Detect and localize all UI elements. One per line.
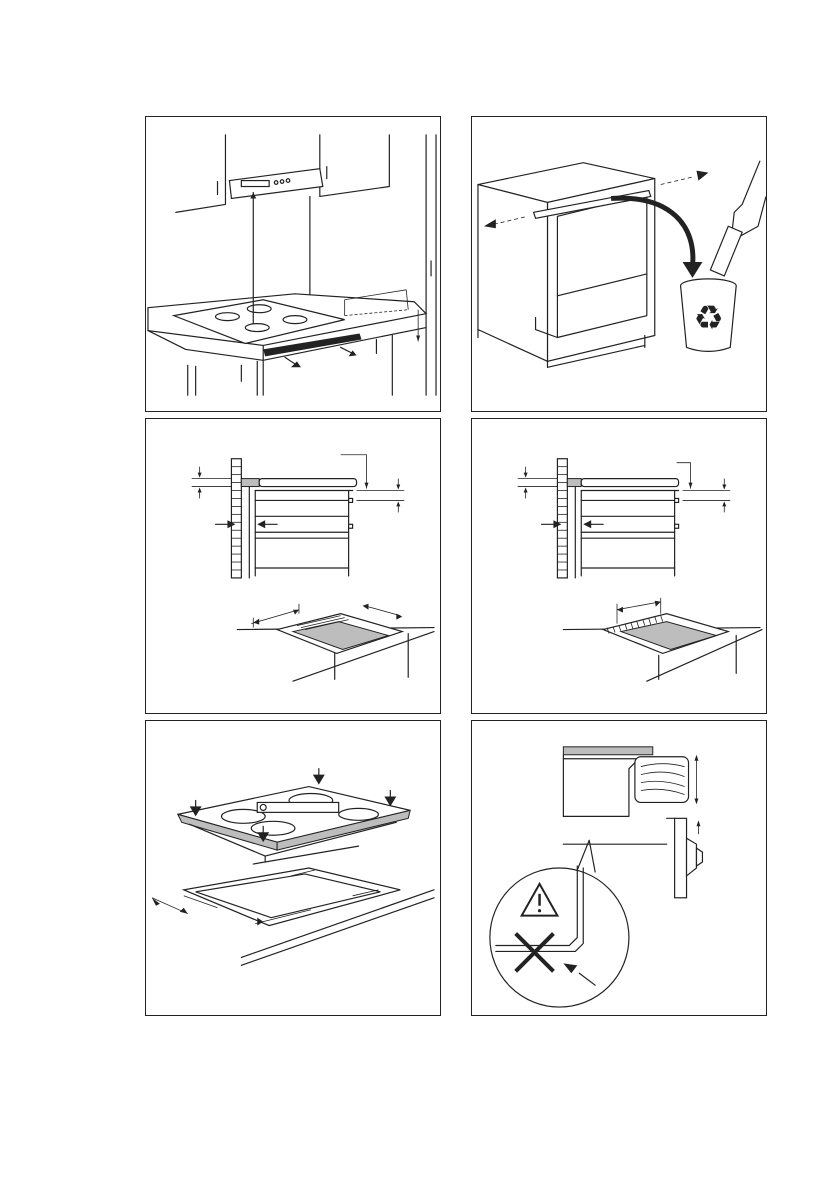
edge-warning-illustration — [472, 721, 766, 1015]
wall-section-icon — [231, 459, 356, 578]
cabinet-recycle-illustration: ♻ — [472, 117, 766, 411]
cutout-section-b-illustration — [472, 419, 766, 713]
panel-hood-ventilation — [145, 116, 441, 412]
cutout-section-a-illustration — [146, 419, 440, 713]
cutout-dimensions-icon — [237, 604, 434, 681]
panel-edge-warning — [471, 720, 767, 1016]
cooker-hood-icon — [229, 169, 322, 199]
cutout-dimensions-icon — [563, 598, 762, 681]
wood-edge-icon — [635, 755, 699, 805]
upper-cabinet-left — [176, 135, 226, 212]
hand-icon — [710, 161, 766, 276]
upper-cabinet-right — [320, 135, 390, 197]
wall-section-icon — [557, 459, 678, 578]
panel-hob-install — [145, 720, 441, 1016]
svg-text:♻: ♻ — [693, 299, 723, 338]
recycle-bin-icon: ♻ — [681, 279, 737, 352]
panel-cutout-section-a — [145, 418, 441, 714]
hob-install-icon — [178, 787, 410, 862]
seal-strip-icon — [152, 846, 434, 965]
panel-cutout-section-b — [471, 418, 767, 714]
hob-install-illustration — [146, 721, 440, 1015]
hood-ventilation-illustration — [146, 117, 440, 411]
lower-cabinets — [188, 336, 393, 396]
panel-cabinet-recycle: ♻ — [471, 116, 767, 412]
cabinet-icon — [478, 163, 655, 368]
